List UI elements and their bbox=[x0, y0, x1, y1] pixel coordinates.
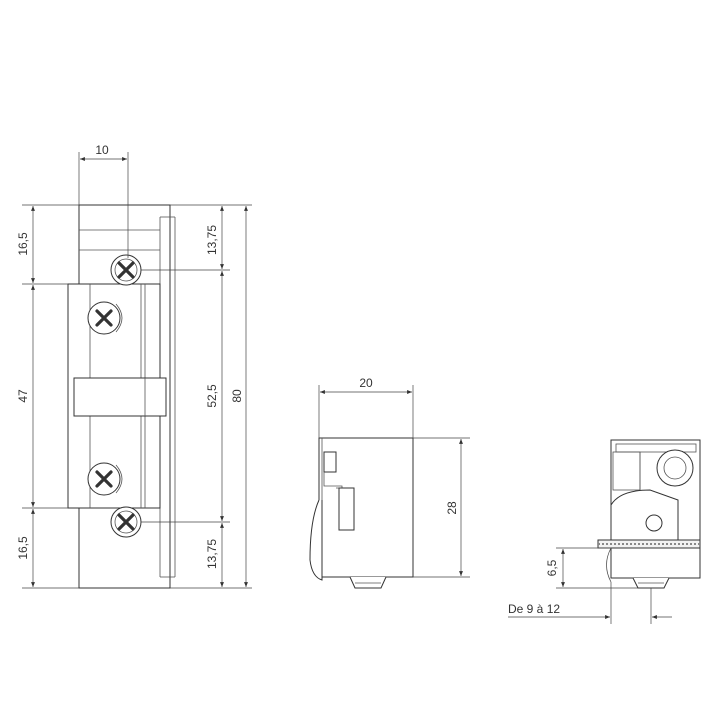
dim-width-front: 10 bbox=[95, 143, 109, 157]
front-view: 10 16,5 47 16,5 13,75 52,5 13,75 80 bbox=[16, 143, 252, 589]
dim-adjust: De 9 à 12 bbox=[508, 602, 560, 616]
bolt bbox=[73, 377, 167, 417]
dim-middle-left: 47 bbox=[16, 389, 30, 403]
screw-bottom-icon bbox=[110, 506, 142, 538]
dim-height-side: 28 bbox=[445, 501, 459, 515]
dim-top-right: 13,75 bbox=[205, 225, 219, 255]
detail-view: 6,5 De 9 à 12 bbox=[508, 439, 701, 624]
dim-width-side: 20 bbox=[359, 376, 373, 390]
dim-bottom-right: 13,75 bbox=[205, 539, 219, 569]
side-view: 20 28 bbox=[309, 376, 470, 589]
cylinder-icon bbox=[656, 449, 694, 487]
screw-upper-body-icon bbox=[87, 301, 123, 335]
dim-bottom-left: 16,5 bbox=[16, 536, 30, 560]
screw-top-icon bbox=[110, 254, 142, 286]
dim-offset: 6,5 bbox=[545, 559, 559, 576]
dim-middle-right: 52,5 bbox=[205, 384, 219, 408]
screw-lower-body-icon bbox=[87, 462, 123, 496]
dim-top-left: 16,5 bbox=[16, 232, 30, 256]
dim-total: 80 bbox=[230, 389, 244, 403]
screw-hole-icon bbox=[645, 514, 663, 532]
